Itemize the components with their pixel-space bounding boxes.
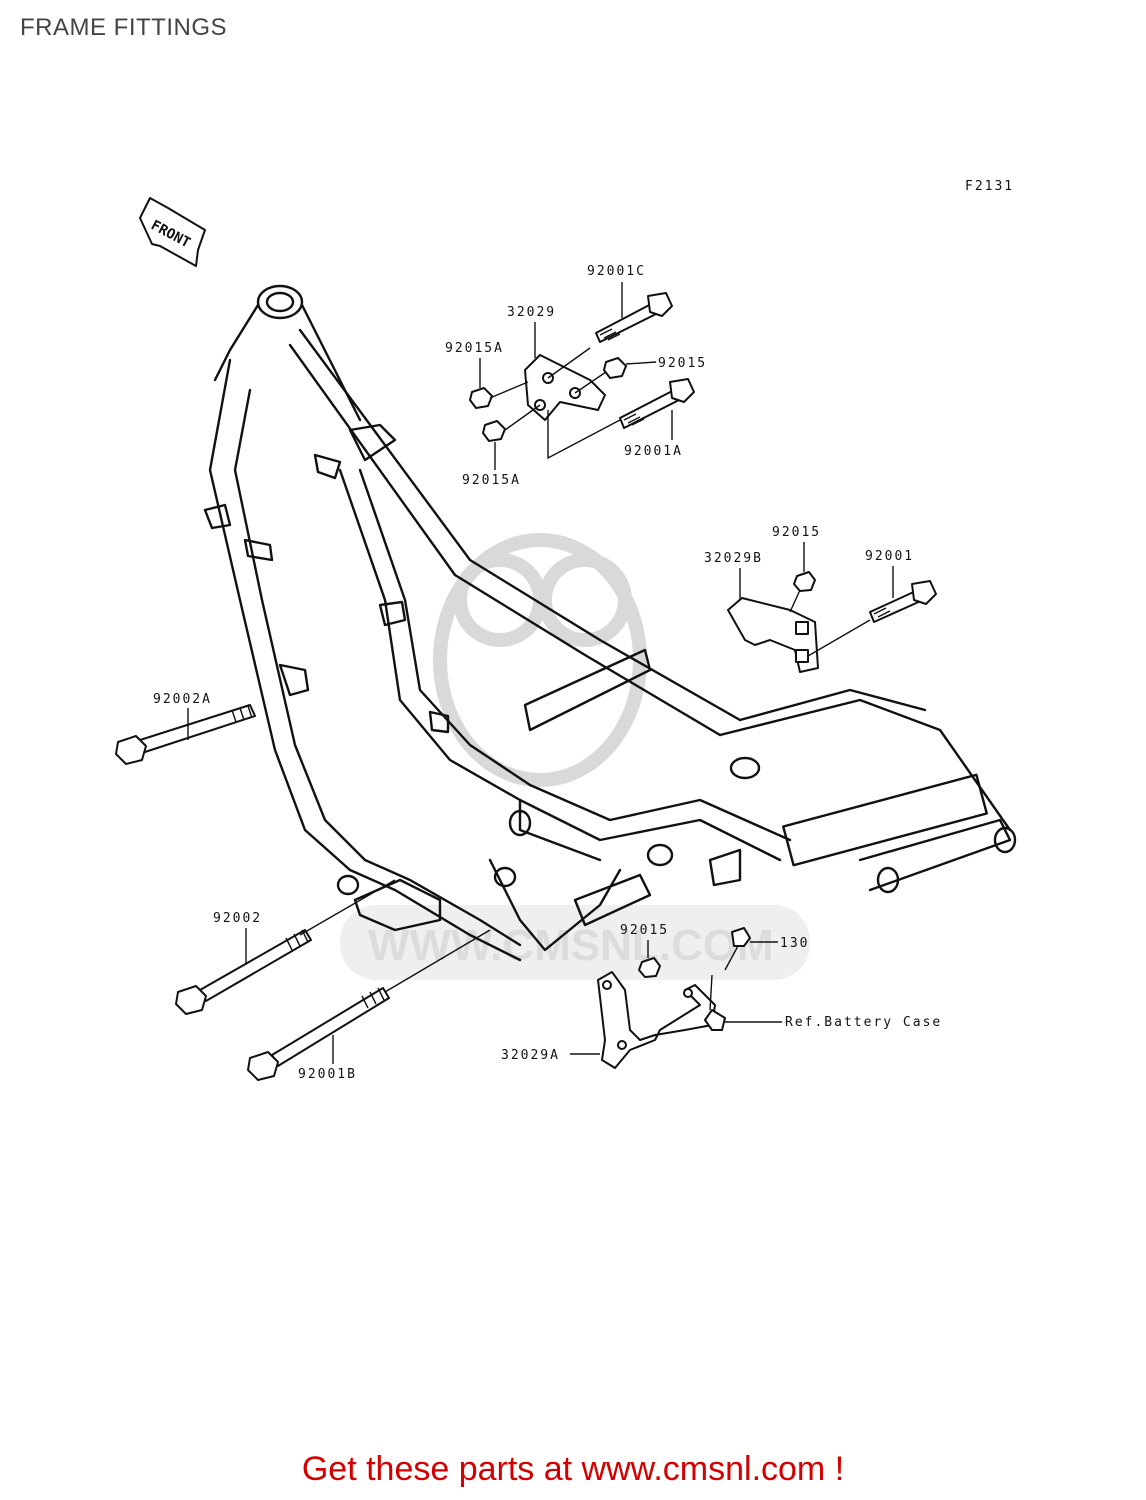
bolt-92001c[interactable] xyxy=(595,292,673,343)
battery-case-hook[interactable] xyxy=(704,974,726,1031)
bolt-92001b[interactable] xyxy=(247,929,491,1081)
label-32029b: 32029B xyxy=(704,551,763,566)
label-92001: 92001 xyxy=(865,549,914,564)
bracket-32029b[interactable] xyxy=(727,597,819,673)
bracket-32029a[interactable] xyxy=(597,971,716,1069)
label-92015a-top: 92015A xyxy=(445,341,504,356)
nut-92015a-bottom[interactable] xyxy=(482,420,506,442)
label-ref-battery-case: Ref.Battery Case xyxy=(785,1015,942,1030)
bracket-32029[interactable] xyxy=(524,354,606,421)
label-92015a-bottom: 92015A xyxy=(462,473,521,488)
label-32029a: 32029A xyxy=(501,1048,560,1063)
label-92015-mid: 92015 xyxy=(772,525,821,540)
label-92001a: 92001A xyxy=(624,444,683,459)
nut-92015-low[interactable] xyxy=(638,957,661,978)
bolt-92001a[interactable] xyxy=(619,378,695,429)
nut-92015-top[interactable] xyxy=(603,357,627,379)
label-32029: 32029 xyxy=(507,305,556,320)
bolt-92002[interactable] xyxy=(175,879,396,1015)
motorcycle-frame xyxy=(203,284,1017,962)
bolt-92001[interactable] xyxy=(869,580,937,623)
nut-92015-mid[interactable] xyxy=(793,571,816,592)
front-arrow[interactable]: FRONT xyxy=(139,197,206,267)
page-title: FRAME FITTINGS xyxy=(20,14,227,41)
label-92002a: 92002A xyxy=(153,692,212,707)
label-92001c: 92001C xyxy=(587,264,646,279)
footer-link[interactable]: Get these parts at www.cmsnl.com ! xyxy=(301,1450,845,1488)
label-92015-top: 92015 xyxy=(658,356,707,371)
label-92002: 92002 xyxy=(213,911,262,926)
bolt-92002a[interactable] xyxy=(115,704,256,765)
screw-130[interactable] xyxy=(724,927,751,971)
label-92015-low: 92015 xyxy=(620,923,669,938)
figure-code: F2131 xyxy=(965,179,1014,194)
label-92001b: 92001B xyxy=(298,1067,357,1082)
label-130: 130 xyxy=(780,936,809,951)
nut-92015a-top[interactable] xyxy=(469,387,493,409)
